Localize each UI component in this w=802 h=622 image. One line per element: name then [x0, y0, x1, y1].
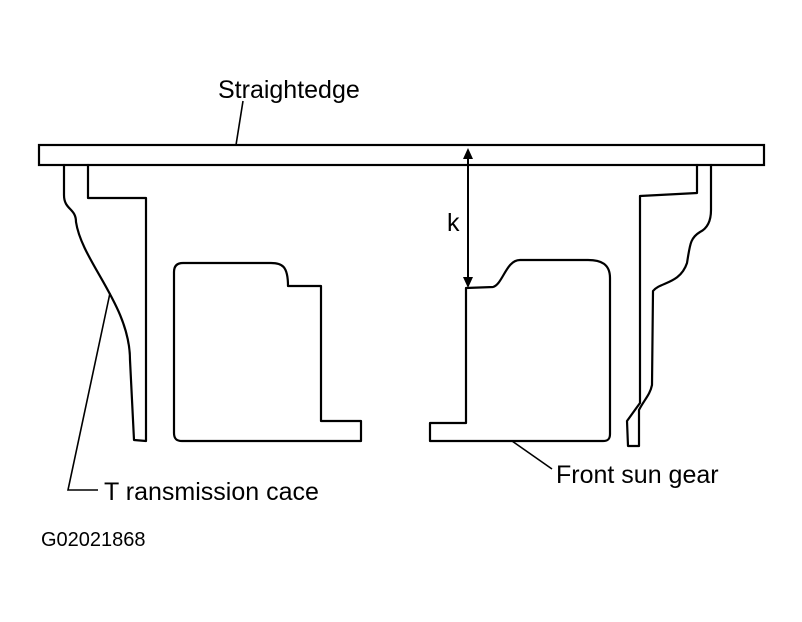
case-left-wall — [62, 163, 148, 443]
straightedge-bar — [37, 143, 766, 167]
case-right-wall — [625, 163, 713, 448]
straightedge-leader — [235, 100, 244, 146]
figure-code: G02021868 — [41, 529, 146, 551]
gear-leader — [511, 440, 553, 470]
dimension-arrow — [463, 148, 473, 288]
gear-label: Front sun gear — [556, 461, 719, 489]
straightedge-label: Straightedge — [218, 76, 360, 104]
dimension-label: k — [447, 209, 460, 237]
gear-left-section — [172, 261, 363, 443]
gear-right-section — [428, 258, 612, 443]
case-label: T ransmission cace — [104, 478, 319, 506]
case-leader — [67, 292, 111, 491]
